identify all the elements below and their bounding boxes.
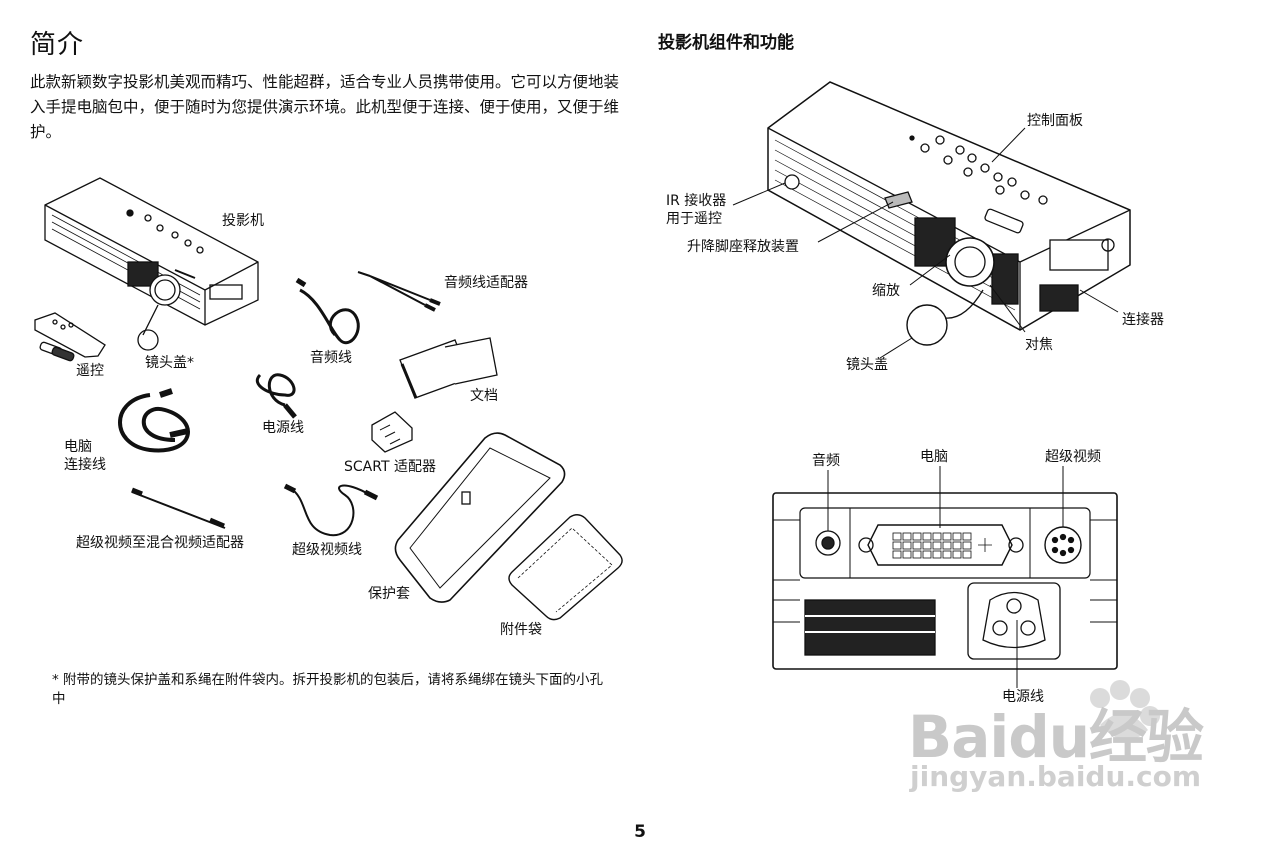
label-ir-receiver-1: IR 接收器 [666,193,727,209]
components-title: 投影机组件和功能 [658,33,794,53]
label-audio-port: 音频 [812,453,840,469]
watermark-brand: Baidu经验 [908,703,1204,771]
scart-adapter-illustration [371,411,413,453]
label-carry-case: 保护套 [368,586,410,602]
page-number: 5 [634,822,646,842]
label-lens-cap: 镜头盖* [145,355,194,371]
label-accessory-bag: 附件袋 [500,622,542,638]
svideo-composite-adapter-illustration [131,487,226,529]
carry-case-illustration [394,432,566,603]
label-focus: 对焦 [1025,337,1053,353]
label-svideo-port: 超级视频 [1045,449,1101,465]
label-audio-adapter: 音频线适配器 [444,275,528,291]
label-control-panel: 控制面板 [1027,113,1083,129]
projector-large-illustration [732,81,1131,359]
label-lens-cap-right: 镜头盖 [846,357,888,373]
label-computer-port: 电脑 [920,449,948,465]
label-power-cord: 电源线 [262,420,304,436]
watermark-url: jingyan.baidu.com [910,760,1202,793]
label-remote: 遥控 [76,363,104,379]
projector-illustration [44,177,259,351]
accessory-bag-illustration [508,514,623,621]
label-ir-receiver-2: 用于遥控 [666,211,722,227]
label-svideo-composite-adapter: 超级视频至混合视频适配器 [76,535,244,551]
label-scart-adapter: SCART 适配器 [344,459,436,475]
label-connectors: 连接器 [1122,312,1164,328]
power-cord-illustration [256,373,297,419]
remote-illustration [34,312,106,362]
connector-panel-illustration [772,466,1118,688]
label-audio-cable: 音频线 [310,350,352,366]
intro-paragraph: 此款新颖数字投影机美观而精巧、性能超群，适合专业人员携带使用。它可以方便地装入手… [30,73,620,141]
label-elevator-release: 升降脚座释放装置 [687,239,799,255]
label-zoom: 缩放 [872,283,900,299]
documentation-illustration [399,337,498,399]
footnote: * 附带的镜头保护盖和系绳在附件袋内。拆开投影机的包装后，请将系绳绑在镜头下面的… [52,672,604,707]
svideo-cable-illustration [283,483,379,537]
label-computer-cable-1: 电脑 [64,439,92,455]
label-power-port: 电源线 [1002,689,1044,705]
label-computer-cable-2: 连接线 [64,457,106,473]
audio-cable-illustration [295,277,360,344]
section-title: 简介 [30,30,85,60]
label-documentation: 文档 [470,388,498,404]
label-svideo-cable: 超级视频线 [292,542,362,558]
label-projector: 投影机 [222,213,264,229]
audio-adapter-illustration [357,271,441,312]
computer-cable-illustration [118,388,190,453]
